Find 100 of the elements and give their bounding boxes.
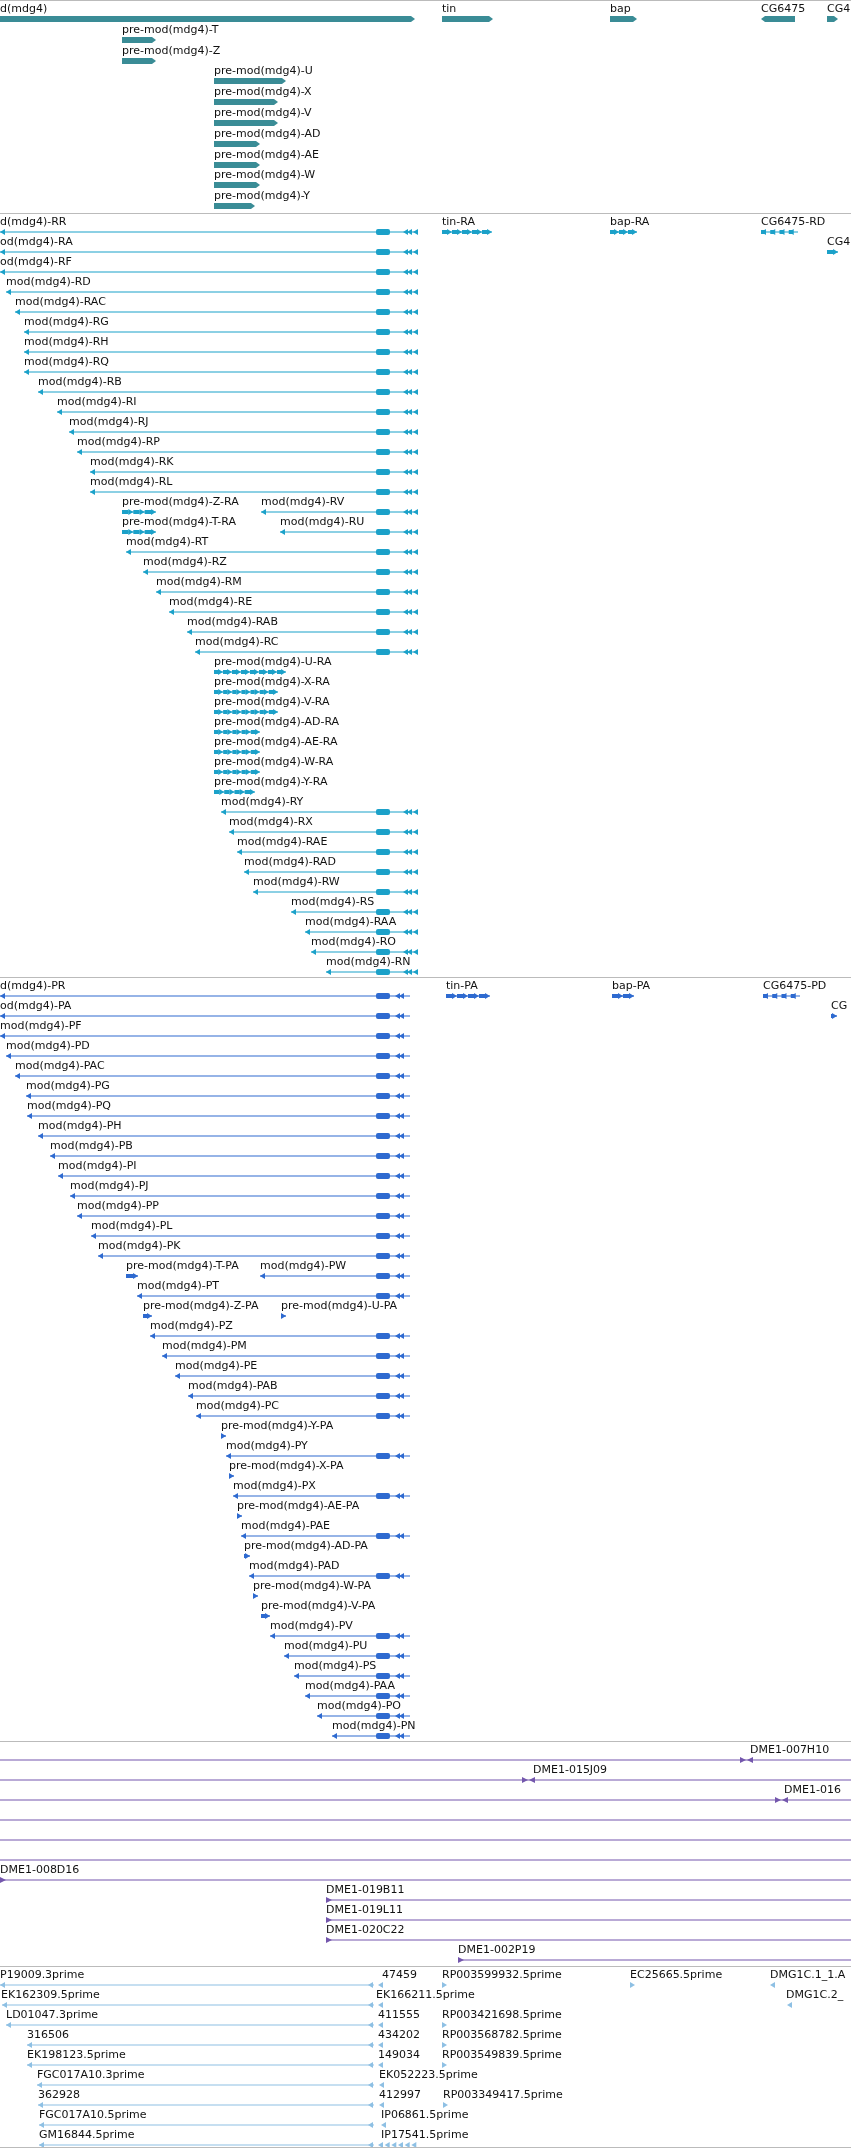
feature-label: mod(mdg4)-RK [90, 456, 174, 468]
feature-label: pre-mod(mdg4)-Z-RA [122, 496, 239, 508]
feature-label: mod(mdg4)-PP [77, 1199, 159, 1212]
feature-label: mod(mdg4)-PZ [150, 1319, 233, 1332]
feature-label: 149034 [378, 2048, 420, 2061]
feature-label: pre-mod(mdg4)-T [122, 23, 219, 36]
feature-label: DME1-008D16 [0, 1864, 80, 1876]
feature-label: mod(mdg4)-PB [50, 1139, 133, 1152]
feature-label: GM16844.5prime [39, 2128, 135, 2141]
feature-label: pre-mod(mdg4)-W-RA [214, 756, 334, 768]
feature-label: DMG1C.1_1.A [770, 1968, 846, 1981]
feature-label: EK162309.5prime [1, 1988, 100, 2001]
feature-label: CG4 [827, 236, 851, 248]
feature-label: CG4 [827, 3, 851, 15]
feature-label: pre-mod(mdg4)-X-RA [214, 676, 330, 688]
feature-label: mod(mdg4)-PC [196, 1399, 279, 1412]
feature-label: pre-mod(mdg4)-U [214, 65, 313, 78]
feature-label: mod(mdg4)-PAE [241, 1519, 331, 1532]
feature-label: mod(mdg4)-PW [260, 1259, 347, 1272]
feature-label: d(mdg4)-PR [0, 979, 66, 992]
feature-label: pre-mod(mdg4)-AD [214, 127, 321, 140]
feature-label: mod(mdg4)-PH [38, 1119, 122, 1132]
feature-label: pre-mod(mdg4)-AE-RA [214, 736, 338, 748]
feature-label: bap-RA [610, 216, 650, 228]
feature-label: mod(mdg4)-RI [57, 396, 137, 408]
feature-label: mod(mdg4)-RB [38, 376, 122, 388]
feature-label: P19009.3prime [0, 1968, 85, 1981]
feature-label: mod(mdg4)-RD [6, 276, 91, 288]
feature-label: pre-mod(mdg4)-W [214, 169, 316, 182]
feature-label: pre-mod(mdg4)-U-PA [281, 1299, 398, 1312]
feature-label: pre-mod(mdg4)-U-RA [214, 656, 332, 668]
feature-label: DME1-019B11 [326, 1884, 405, 1896]
feature-label: mod(mdg4)-RH [24, 336, 109, 348]
feature-label: 412997 [379, 2088, 421, 2101]
feature-label: DME1-007H10 [750, 1744, 830, 1756]
feature-label: d(mdg4) [0, 3, 48, 15]
feature-label: mod(mdg4)-PU [284, 1639, 368, 1652]
feature-label: CG6475 [761, 3, 806, 15]
feature-label: DME1-002P19 [458, 1944, 536, 1956]
feature-label: tin-PA [446, 979, 478, 992]
feature-label: od(mdg4)-PA [0, 999, 72, 1012]
feature-label: mod(mdg4)-PX [233, 1479, 316, 1492]
feature-label: DME1-020C22 [326, 1924, 405, 1936]
feature-label: mod(mdg4)-RC [195, 636, 279, 648]
feature-label: mod(mdg4)-PK [98, 1239, 181, 1252]
feature-label: EC25665.5prime [630, 1968, 723, 1981]
feature-label: pre-mod(mdg4)-Y-RA [214, 776, 328, 788]
feature-label: mod(mdg4)-RE [169, 596, 253, 608]
feature-label: EK052223.5prime [379, 2068, 478, 2081]
feature-label: pre-mod(mdg4)-V-PA [261, 1599, 376, 1612]
feature-label: DMG1C.2_ [786, 1988, 844, 2001]
feature-label: pre-mod(mdg4)-Z-PA [143, 1299, 259, 1312]
feature-label: mod(mdg4)-PAD [249, 1559, 340, 1572]
feature-label: mod(mdg4)-PI [58, 1159, 137, 1172]
feature-label: bap-PA [612, 979, 651, 992]
feature-label: pre-mod(mdg4)-AD-PA [244, 1539, 368, 1552]
feature-label: mod(mdg4)-RN [326, 956, 411, 968]
feature-label: mod(mdg4)-RQ [24, 356, 109, 368]
feature-label: pre-mod(mdg4)-Y-PA [221, 1419, 334, 1432]
feature-label: mod(mdg4)-PV [270, 1619, 353, 1632]
feature-label: 411555 [378, 2008, 420, 2021]
feature-label: pre-mod(mdg4)-Z [122, 44, 221, 57]
feature-label: mod(mdg4)-RW [253, 876, 340, 888]
feature-label: bap [610, 3, 631, 15]
feature-label: mod(mdg4)-RAE [237, 836, 328, 848]
feature-label: mod(mdg4)-RAB [187, 616, 278, 628]
feature-label: mod(mdg4)-PAB [188, 1379, 278, 1392]
feature-label: RP003568782.5prime [442, 2028, 562, 2041]
feature-label: mod(mdg4)-RX [229, 816, 313, 828]
feature-label: pre-mod(mdg4)-W-PA [253, 1579, 372, 1592]
feature-label: FGC017A10.3prime [37, 2068, 145, 2081]
feature-label: mod(mdg4)-PD [6, 1039, 90, 1052]
feature-label: mod(mdg4)-PJ [70, 1179, 149, 1192]
feature-label: mod(mdg4)-RV [261, 496, 345, 508]
feature-label: mod(mdg4)-RM [156, 576, 242, 588]
feature-label: EK166211.5prime [376, 1988, 475, 2001]
feature-label: pre-mod(mdg4)-AD-RA [214, 716, 340, 728]
feature-label: tin [442, 3, 457, 15]
feature-label: IP17541.5prime [381, 2128, 469, 2141]
feature-label: pre-mod(mdg4)-X [214, 86, 312, 99]
feature-label: mod(mdg4)-PM [162, 1339, 247, 1352]
feature-label: CG6475-RD [761, 216, 826, 228]
feature-label: DME1-016 [784, 1784, 841, 1796]
feature-label: EK198123.5prime [27, 2048, 126, 2061]
feature-label: mod(mdg4)-RAC [15, 296, 106, 308]
feature-label: mod(mdg4)-PG [26, 1079, 110, 1092]
feature-label: pre-mod(mdg4)-X-PA [229, 1459, 344, 1472]
feature-label: CG [831, 999, 848, 1012]
feature-label: RP003599932.5prime [442, 1968, 562, 1981]
feature-label: pre-mod(mdg4)-T-PA [126, 1259, 239, 1272]
feature-label: DME1-019L11 [326, 1904, 403, 1916]
feature-label: mod(mdg4)-PY [226, 1439, 308, 1452]
feature-label: RP003349417.5prime [443, 2088, 563, 2101]
feature-label: DME1-015J09 [533, 1764, 608, 1776]
feature-label: RP003421698.5prime [442, 2008, 562, 2021]
feature-label: mod(mdg4)-PF [0, 1019, 82, 1032]
feature-label: mod(mdg4)-PE [175, 1359, 258, 1372]
feature-label: mod(mdg4)-RO [311, 936, 396, 948]
feature-label: mod(mdg4)-RP [77, 436, 160, 448]
feature-label: mod(mdg4)-PQ [27, 1099, 111, 1112]
